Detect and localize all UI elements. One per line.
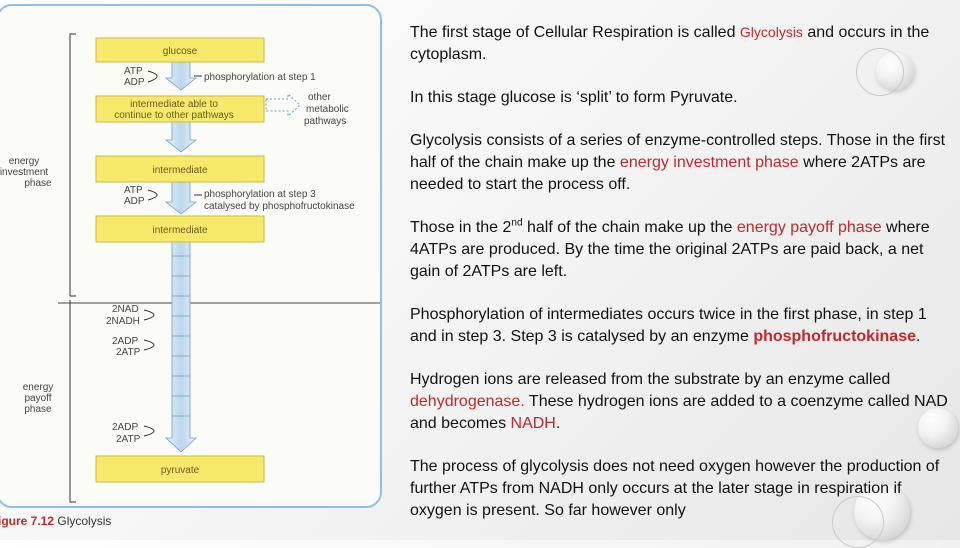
flow-arrows bbox=[164, 59, 198, 453]
atp-label-3: ATP bbox=[124, 185, 143, 196]
intermediate-3-box bbox=[95, 215, 265, 243]
investment-phase-label-2: investment bbox=[0, 167, 48, 178]
term-energy-payoff-phase: energy payoff phase bbox=[736, 219, 882, 236]
investment-phase-label-1: energy bbox=[9, 156, 40, 167]
paragraph-intro: The first stage of Cellular Respiration … bbox=[410, 24, 930, 63]
payoff-phase-label-2: payoff bbox=[24, 393, 51, 404]
adp-label-2a: 2ADP bbox=[112, 336, 138, 347]
other-pathways-arrow bbox=[265, 92, 301, 118]
glycolysis-diagram: glucose intermediate able to continue to… bbox=[0, 33, 380, 503]
investment-phase-label-3: phase bbox=[24, 178, 52, 189]
term-glycolysis: Glycolysis bbox=[739, 24, 803, 40]
phosphorylation-step1-label: phosphorylation at step 1 bbox=[204, 72, 316, 83]
figure-panel: glucose intermediate able to continue to… bbox=[0, 4, 382, 508]
paragraph-phosphorylation: Phosphorylation of intermediates occurs … bbox=[410, 306, 927, 345]
term-phosphofructokinase: phosphofructokinase bbox=[753, 328, 916, 345]
intermediate-1-box bbox=[95, 95, 265, 123]
atp-adp-curves bbox=[143, 70, 202, 437]
atp-label-1: ATP bbox=[124, 66, 143, 77]
term-dehydrogenase: dehydrogenase. bbox=[410, 393, 525, 410]
term-energy-investment-phase: energy investment phase bbox=[619, 154, 799, 171]
pyruvate-box bbox=[95, 455, 265, 483]
nadh-label: 2NADH bbox=[106, 316, 140, 327]
paragraph-payoff: Those in the 2nd half of the chain make … bbox=[410, 217, 930, 280]
nad-label: 2NAD bbox=[112, 304, 139, 315]
intermediate-1-label-line1: intermediate able to bbox=[130, 99, 218, 110]
figure-number: igure 7.12 bbox=[0, 514, 55, 528]
adp-label-3: ADP bbox=[124, 196, 145, 207]
term-nadh: NADH bbox=[510, 415, 556, 432]
adp-label-1: ADP bbox=[124, 77, 145, 88]
pyruvate-label: pyruvate bbox=[161, 465, 200, 476]
figure-title: Glycolysis bbox=[57, 514, 112, 528]
paragraph-investment: Glycolysis consists of a series of enzym… bbox=[410, 132, 946, 193]
metabolic-label: metabolic bbox=[306, 104, 349, 115]
phosphofructokinase-label: catalysed by phosphofructokinase bbox=[204, 201, 355, 212]
intermediate-3-label: intermediate bbox=[152, 225, 207, 236]
figure-caption: igure 7.12 Glycolysis bbox=[0, 514, 111, 528]
pathways-label: pathways bbox=[304, 116, 346, 127]
stage-boxes bbox=[95, 37, 265, 483]
atp-label-2a: 2ATP bbox=[116, 347, 141, 358]
glucose-box bbox=[95, 37, 265, 63]
atp-label-2b: 2ATP bbox=[116, 434, 141, 445]
text-panel: The first stage of Cellular Respiration … bbox=[410, 21, 950, 543]
intermediate-2-box bbox=[95, 155, 265, 183]
paragraph-split: In this stage glucose is ‘split’ to form… bbox=[410, 89, 738, 106]
other-label: other bbox=[308, 92, 331, 103]
paragraph-dehydrogenase: Hydrogen ions are released from the subs… bbox=[410, 371, 948, 432]
payoff-phase-label-3: phase bbox=[24, 404, 52, 415]
glucose-label: glucose bbox=[163, 46, 198, 57]
intermediate-1-label-line2: continue to other pathways bbox=[114, 110, 234, 121]
paragraph-oxygen: The process of glycolysis does not need … bbox=[410, 458, 940, 519]
phosphorylation-step3-label: phosphorylation at step 3 bbox=[204, 189, 316, 200]
adp-label-2b: 2ADP bbox=[112, 422, 138, 433]
phase-brackets bbox=[58, 33, 380, 503]
intermediate-2-label: intermediate bbox=[152, 165, 207, 176]
payoff-phase-label-1: energy bbox=[23, 382, 54, 393]
